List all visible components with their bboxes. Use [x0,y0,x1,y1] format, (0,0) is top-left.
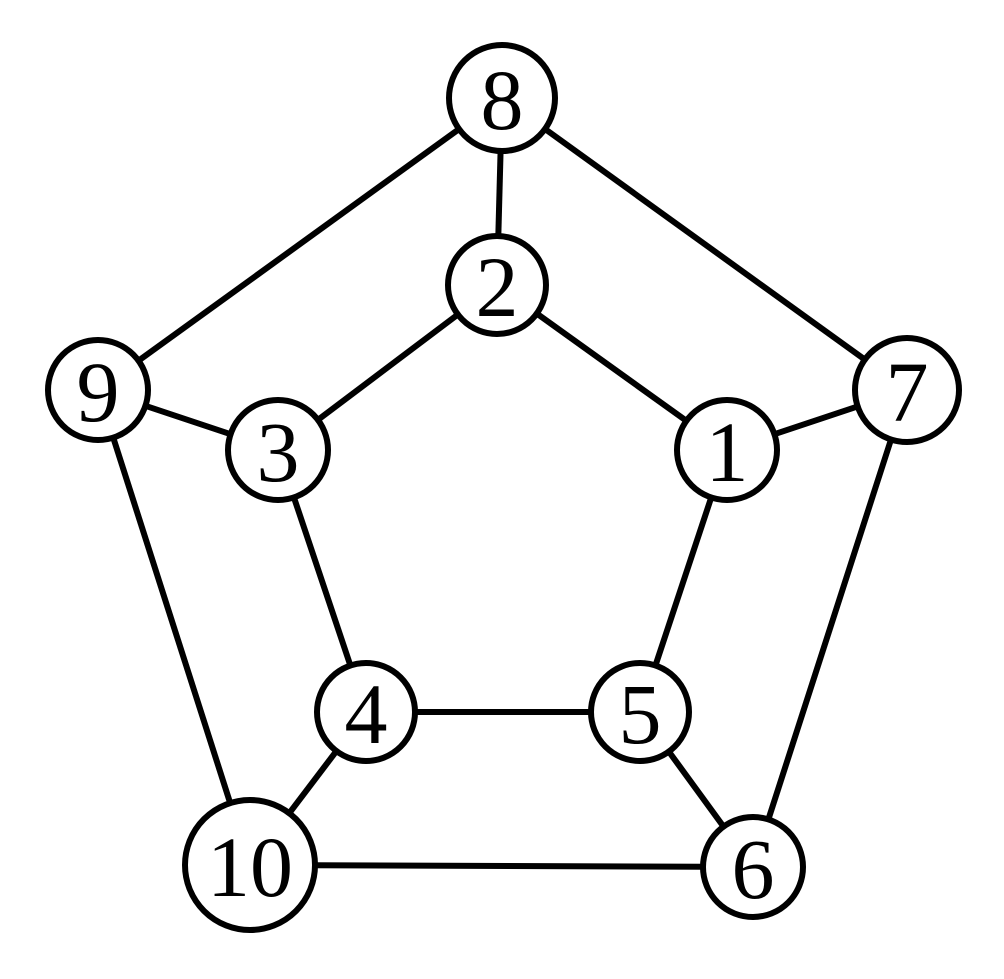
graph-node-1[interactable]: 1 [674,397,780,503]
graph-node-circle-10 [182,797,318,933]
graph-edge-3-4 [291,496,354,667]
graph-edge-2-1 [535,311,689,424]
graph-node-circle-1 [674,397,780,503]
graph-edge-7-6 [765,438,894,821]
node-layer: 1 2 3 4 56 7 8 9 10 [45,42,962,933]
graph-node-circle-8 [446,42,558,154]
graph-edge-8-7 [543,126,867,363]
graph-node-label-8: 8 [481,52,524,148]
graph-node-circle-2 [445,233,549,337]
graph-node-label-3: 3 [257,404,300,500]
graph-edge-9-3 [144,402,232,438]
graph-node-10[interactable]: 10 [182,797,318,933]
graph-node-label-9: 9 [77,344,120,440]
graph-node-circle-7 [852,335,962,445]
graph-node-9[interactable]: 9 [45,337,151,443]
graph-edge-10-6 [314,862,704,870]
graph-node-label-10: 10 [207,819,293,915]
graph-edge-2-3 [316,312,460,423]
graph-node-label-2: 2 [476,239,519,335]
graph-node-5[interactable]: 5 [588,660,692,764]
graph-node-circle-3 [225,397,331,503]
graph-edge-1-5 [652,496,715,667]
edge-layer [110,126,894,870]
graph-edge-9-10 [110,436,234,805]
graph-node-6[interactable]: 6 [700,814,806,920]
graph-edge-8-2 [495,150,504,237]
graph-node-circle-9 [45,337,151,443]
graph-node-7[interactable]: 7 [852,335,962,445]
graph-edge-8-9 [136,126,461,364]
graph-node-circle-6 [700,814,806,920]
graph-node-3[interactable]: 3 [225,397,331,503]
graph-edge-5-6 [666,749,726,829]
graph-node-2[interactable]: 2 [445,233,549,337]
graph-node-circle-4 [314,660,418,764]
graph-node-label-1: 1 [706,404,749,500]
graph-node-label-4: 4 [345,666,388,762]
graph-node-label-7: 7 [886,344,929,440]
graph-node-label-5: 5 [619,666,662,762]
graph-node-8[interactable]: 8 [446,42,558,154]
graph-node-4[interactable]: 4 [314,660,418,764]
graph-edge-4-10 [286,749,339,816]
graph-edge-1-7 [773,403,859,438]
graph-node-label-6: 6 [732,821,775,917]
graph-node-circle-5 [588,660,692,764]
